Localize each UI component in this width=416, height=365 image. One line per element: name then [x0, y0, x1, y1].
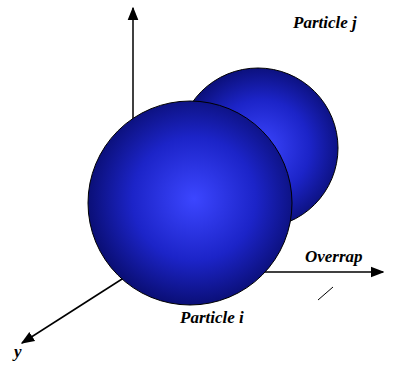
part-label: Particle j	[293, 14, 357, 33]
part-label: Overrap	[305, 248, 363, 267]
leader-line	[318, 287, 333, 300]
part-label: Particle i	[180, 309, 244, 328]
y-axis	[22, 272, 133, 343]
axis-label: y	[14, 343, 22, 362]
particle-sphere	[88, 101, 292, 305]
